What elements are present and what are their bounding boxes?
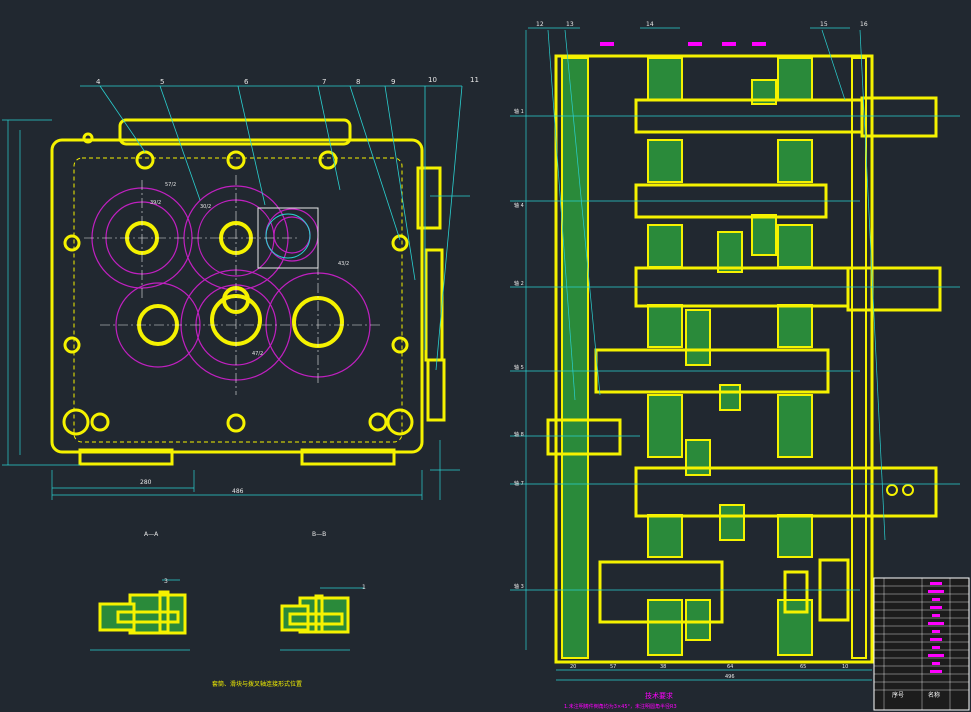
title-block-grid — [874, 578, 969, 710]
dimension-lines — [2, 119, 470, 500]
section-caption: 套筒、滑块与拨叉轴连接形式位置 — [212, 680, 302, 688]
left-view: 4 5 6 7 8 9 10 11 57/2 39/2 30/2 43/2 47… — [2, 76, 479, 500]
shaft-label: 轴 8 — [514, 431, 524, 438]
gear-label: 43/2 — [338, 261, 349, 267]
shaft-label: 轴 3 — [514, 583, 524, 590]
magenta-marks — [600, 42, 766, 46]
left-callout: 9 — [391, 78, 395, 86]
bottom-dim: 10 — [842, 664, 848, 670]
side-lever-handle — [426, 358, 446, 422]
housing-foot-left — [78, 448, 174, 466]
section-bb-title: B—B — [312, 531, 326, 538]
gear-label: 30/2 — [200, 204, 211, 210]
left-callout: 7 — [322, 78, 326, 86]
total-dim: 496 — [725, 674, 735, 680]
left-callout: 5 — [160, 78, 164, 86]
bottom-dim: 38 — [660, 664, 666, 670]
shaft-label: 轴 4 — [514, 202, 524, 209]
left-callout: 11 — [470, 76, 479, 84]
gear-label: 47/2 — [252, 351, 263, 357]
right-callout: 12 — [536, 21, 544, 28]
section-views: A—A B—B 3 1 套筒、滑块与拨叉轴连接形式位置 — [90, 531, 366, 688]
title-block-entries — [928, 582, 944, 673]
shaft-label: 轴 2 — [514, 280, 524, 287]
title-block-col1: 序号 — [892, 691, 904, 699]
right-callout: 15 — [820, 21, 828, 28]
gear-label: 39/2 — [150, 200, 161, 206]
tech-notes-title: 技术要求 — [645, 691, 673, 700]
shaft-label: 轴 7 — [514, 480, 524, 487]
dim-text-486: 486 — [232, 488, 244, 495]
section-bb: 1 — [280, 584, 366, 651]
left-callout: 6 — [244, 78, 249, 86]
bottom-dim: 57 — [610, 664, 616, 670]
shifter-block — [257, 207, 319, 269]
unfolded-housing — [554, 54, 874, 664]
title-block-col2: 名称 — [928, 691, 940, 699]
right-callout: 16 — [860, 21, 868, 28]
right-callout: 14 — [646, 21, 654, 28]
top-cover — [118, 118, 352, 146]
tech-notes-line: 1.未注明铸件倒角均为3×45°，未注明圆角半径R3 — [564, 703, 677, 710]
bottom-dim: 64 — [727, 664, 733, 670]
title-block: 序号 名称 — [873, 577, 970, 711]
section-aa: 3 — [90, 578, 190, 651]
center-lines — [84, 175, 380, 395]
leader-lines — [80, 85, 463, 371]
bottom-dim: 20 — [570, 664, 576, 670]
shaft-label: 轴 5 — [514, 364, 524, 371]
right-view: 12 13 14 15 16 轴 1 轴 4 轴 2 轴 5 轴 8 轴 7 轴… — [510, 21, 960, 710]
housing-foot-right — [300, 448, 396, 466]
gear-label: 57/2 — [165, 182, 176, 188]
left-callout: 10 — [428, 76, 437, 84]
housing-outline — [50, 138, 424, 454]
bottom-dim: 65 — [800, 664, 806, 670]
left-callout: 8 — [356, 78, 360, 86]
housing-inner — [73, 157, 403, 443]
section-bb-callout: 1 — [362, 584, 366, 591]
shaft-center-lines — [510, 27, 960, 681]
side-lever-box — [416, 166, 442, 230]
section-aa-callout: 3 — [164, 578, 168, 585]
left-callout: 4 — [96, 78, 101, 86]
right-callout: 13 — [566, 21, 574, 28]
dim-text-280: 280 — [140, 479, 152, 486]
shaft-label: 轴 1 — [514, 108, 524, 115]
section-aa-title: A—A — [144, 531, 159, 538]
